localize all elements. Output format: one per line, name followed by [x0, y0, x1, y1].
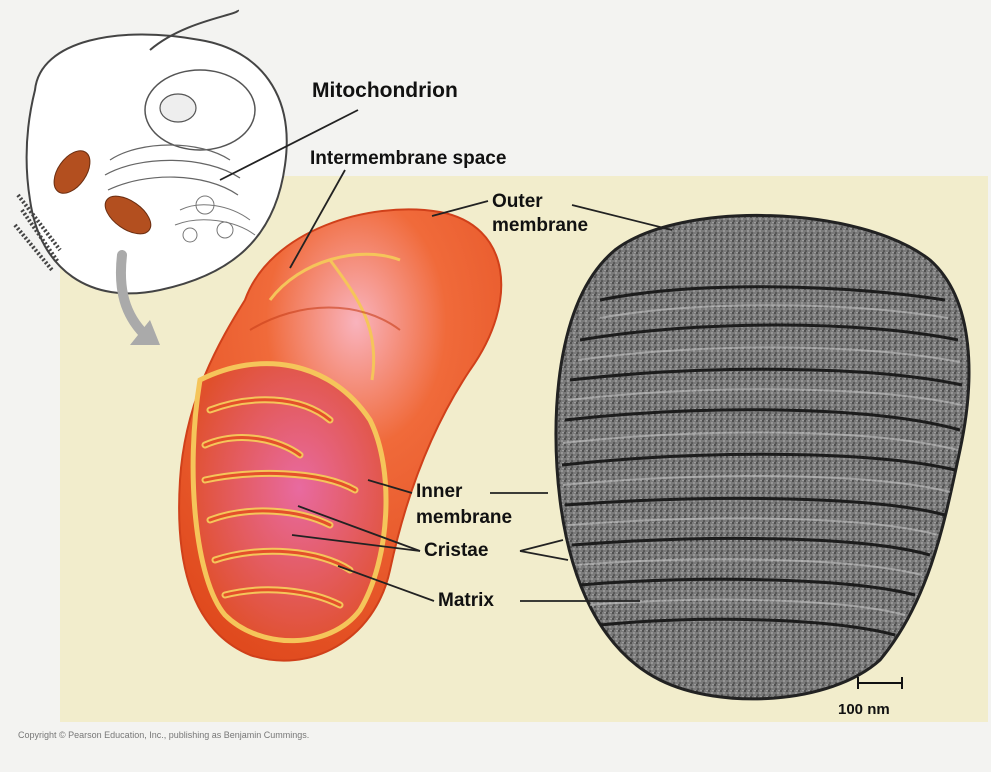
matrix-label: Matrix: [438, 590, 494, 612]
inner-membrane-label-line2: membrane: [416, 507, 512, 529]
copyright-notice: Copyright © Pearson Education, Inc., pub…: [18, 730, 309, 740]
title-label: Mitochondrion: [312, 80, 458, 102]
outer-membrane-label-line2: membrane: [492, 215, 588, 237]
cristae-label: Cristae: [424, 540, 488, 562]
outer-membrane-label-line1: Outer: [492, 191, 543, 213]
inner-membrane-label-line1: Inner: [416, 481, 462, 503]
scale-bar-label: 100 nm: [838, 699, 890, 721]
intermembrane-space-label: Intermembrane space: [310, 148, 506, 170]
